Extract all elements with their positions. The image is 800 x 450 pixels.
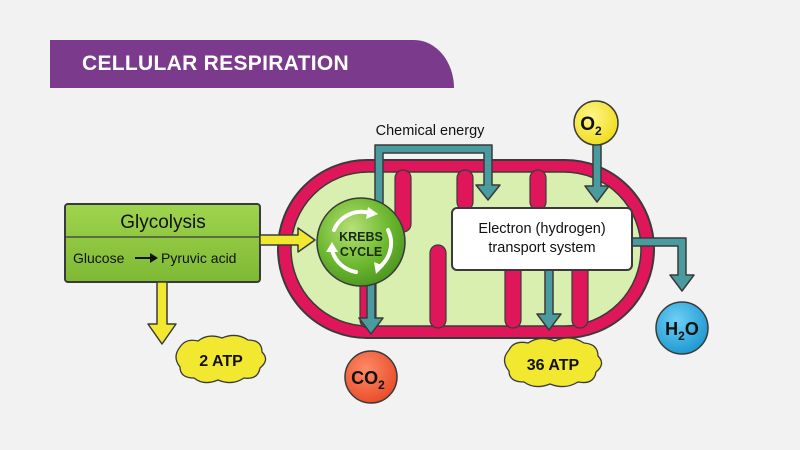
oxygen-bubble: O2 bbox=[573, 100, 619, 146]
krebs-label-line1: KREBS bbox=[339, 230, 383, 244]
co2-subscript: 2 bbox=[378, 378, 385, 392]
title-banner: CELLULAR RESPIRATION bbox=[50, 40, 454, 88]
svg-text:O2: O2 bbox=[580, 114, 602, 138]
krebs-label-line2: CYCLE bbox=[340, 245, 382, 259]
electron-transport-line2: transport system bbox=[488, 240, 595, 256]
atp-transport-label: 36 ATP bbox=[527, 357, 580, 374]
transport-to-water-arrow bbox=[631, 237, 695, 292]
water-h-symbol: H bbox=[665, 319, 678, 339]
glycolysis-box: Glycolysis Glucose Pyruvic acid bbox=[64, 203, 261, 283]
water-o-symbol: O bbox=[685, 319, 699, 339]
electron-transport-line1: Electron (hydrogen) bbox=[478, 221, 605, 237]
atp-glycolysis-label: 2 ATP bbox=[199, 353, 243, 370]
glycolysis-title: Glycolysis bbox=[120, 212, 206, 233]
oxygen-subscript: 2 bbox=[595, 124, 602, 138]
reaction-arrow-icon bbox=[135, 253, 158, 263]
oxygen-symbol: O bbox=[580, 114, 595, 135]
electron-transport-box: Electron (hydrogen) transport system bbox=[451, 207, 633, 271]
atp-transport-badge: 36 ATP bbox=[503, 337, 603, 388]
chemical-energy-arrow bbox=[374, 144, 501, 226]
svg-text:H2O: H2O bbox=[665, 319, 699, 343]
svg-text:CO2: CO2 bbox=[351, 368, 385, 392]
carbon-dioxide-bubble: CO2 bbox=[344, 350, 398, 404]
krebs-to-co2-arrow bbox=[358, 279, 384, 335]
co2-symbol: CO bbox=[351, 368, 378, 388]
oxygen-input-arrow bbox=[584, 141, 610, 203]
water-subscript: 2 bbox=[678, 329, 685, 343]
krebs-cycle-circle: KREBS CYCLE bbox=[316, 197, 406, 287]
glycolysis-to-atp-arrow bbox=[147, 281, 177, 345]
page-title: CELLULAR RESPIRATION bbox=[82, 52, 349, 75]
pyruvate-to-krebs-arrow bbox=[259, 227, 316, 253]
glycolysis-product: Pyruvic acid bbox=[161, 250, 236, 266]
atp-glycolysis-badge: 2 ATP bbox=[175, 334, 267, 384]
water-bubble: H2O bbox=[655, 301, 709, 355]
transport-to-atp-arrow bbox=[536, 267, 562, 331]
chemical-energy-label: Chemical energy bbox=[376, 123, 486, 139]
glycolysis-reactant: Glucose bbox=[73, 250, 125, 266]
